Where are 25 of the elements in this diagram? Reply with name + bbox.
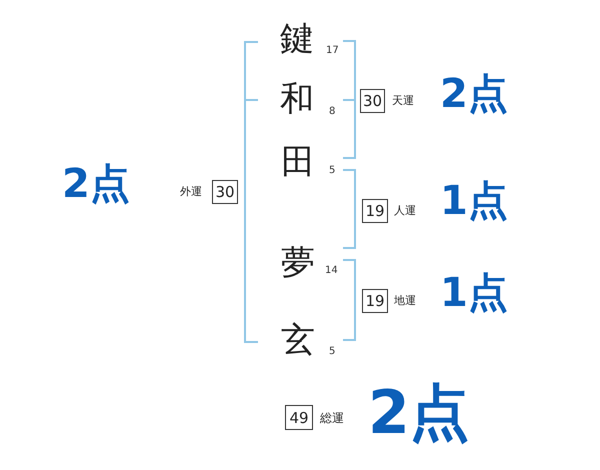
- fortune-label: 外運: [180, 186, 202, 197]
- total-box: 49: [285, 405, 313, 430]
- fortune-label: 総運: [320, 412, 344, 424]
- stroke-count: 5: [329, 166, 336, 176]
- fortune-label: 天運: [392, 95, 414, 106]
- name-character: 田: [281, 145, 315, 179]
- total-box: 30: [212, 180, 238, 204]
- score-text: 2点: [440, 74, 508, 114]
- stroke-count: 8: [329, 107, 336, 117]
- total-box: 30: [360, 89, 385, 113]
- score-text: 2点: [368, 383, 470, 443]
- total-box: 19: [362, 289, 388, 313]
- score-text: 2点: [62, 164, 130, 204]
- stroke-count: 17: [326, 46, 339, 56]
- total-box: 19: [362, 199, 388, 223]
- score-text: 1点: [440, 181, 508, 221]
- name-character: 玄: [281, 323, 315, 357]
- stroke-count: 14: [325, 266, 338, 276]
- stroke-count: 5: [329, 347, 336, 357]
- name-character: 和: [280, 82, 314, 116]
- name-character: 夢: [281, 246, 315, 280]
- fortune-label: 人運: [394, 205, 416, 216]
- name-character: 鍵: [280, 22, 314, 56]
- score-text: 1点: [440, 273, 508, 313]
- fortune-label: 地運: [394, 295, 416, 306]
